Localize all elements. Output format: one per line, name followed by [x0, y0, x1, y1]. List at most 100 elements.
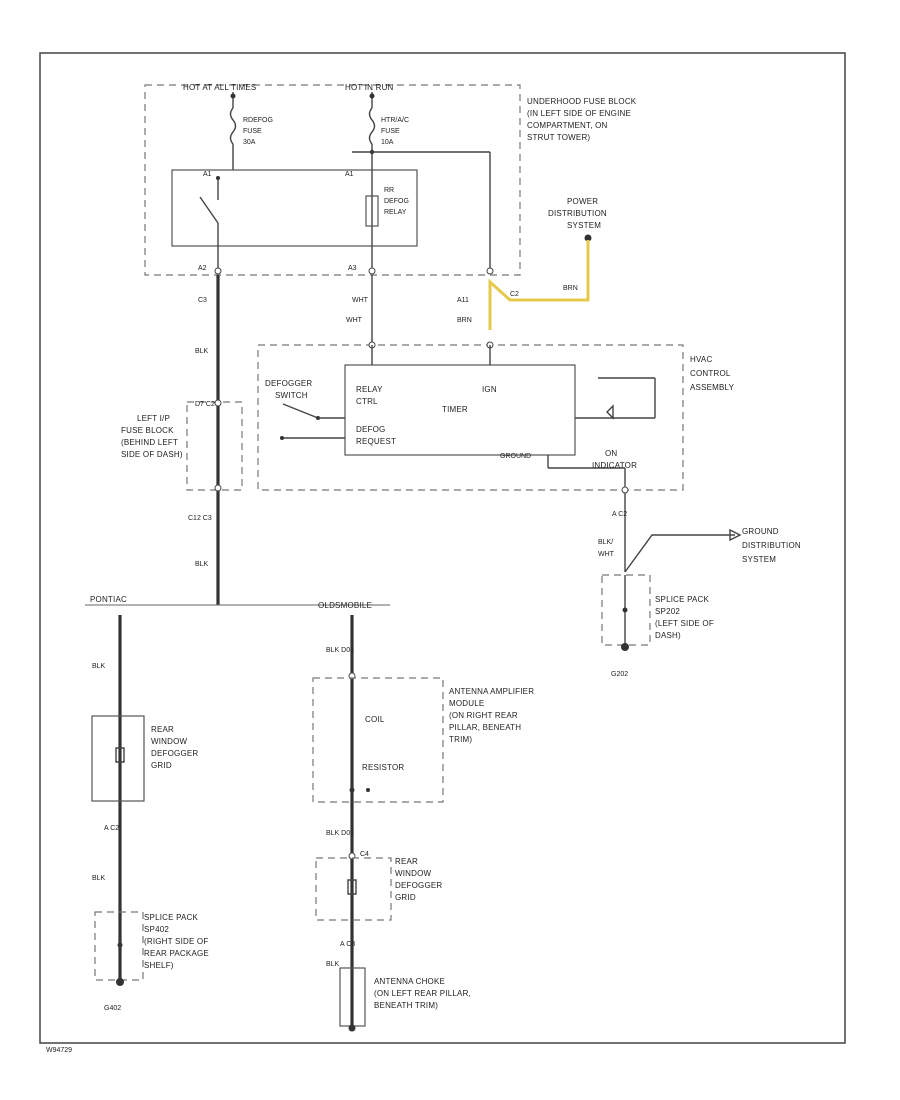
defog-relay-box: [171, 169, 418, 247]
svg-text:TRIM): TRIM): [449, 735, 472, 744]
rear-defogger-grid-olds-outline: [315, 857, 392, 921]
svg-text:CONTROL: CONTROL: [690, 369, 731, 378]
svg-text:D7 C2: D7 C2: [195, 401, 215, 408]
svg-text:DISTRIBUTION: DISTRIBUTION: [742, 541, 801, 550]
svg-text:PILLAR, BENEATH: PILLAR, BENEATH: [449, 723, 521, 732]
svg-text:A C2: A C2: [612, 511, 627, 518]
svg-text:A1: A1: [345, 171, 354, 178]
svg-text:LEFT I/P: LEFT I/P: [137, 414, 170, 423]
svg-text:GRID: GRID: [151, 761, 172, 770]
svg-text:BLK/: BLK/: [598, 539, 613, 546]
led-icon: [606, 404, 614, 420]
splice-pack-sp202-outline: [601, 574, 651, 646]
svg-text:A3: A3: [348, 265, 357, 272]
svg-text:10A: 10A: [381, 139, 394, 146]
svg-text:SP402: SP402: [144, 925, 169, 934]
ground-g202: [621, 643, 629, 651]
svg-text:CTRL: CTRL: [356, 397, 378, 406]
svg-text:A C2: A C2: [104, 825, 119, 832]
svg-text:BRN: BRN: [563, 285, 578, 292]
svg-text:COIL: COIL: [365, 715, 385, 724]
connector: [214, 267, 222, 275]
brn-feed-wire: [488, 240, 590, 330]
svg-text:SHELF): SHELF): [144, 961, 174, 970]
hvac-module-box: [344, 364, 576, 456]
svg-text:DISTRIBUTION: DISTRIBUTION: [548, 209, 607, 218]
antenna-ground: [348, 1024, 356, 1032]
svg-text:FUSE: FUSE: [381, 128, 400, 135]
svg-text:BRN: BRN: [457, 317, 472, 324]
svg-text:FUSE BLOCK: FUSE BLOCK: [121, 426, 174, 435]
diagram-code: W94729: [46, 1047, 72, 1054]
svg-text:ASSEMBLY: ASSEMBLY: [690, 383, 735, 392]
svg-text:A2: A2: [198, 265, 207, 272]
underhood-fuse-block-outline: [144, 84, 521, 276]
svg-text:C3: C3: [198, 297, 207, 304]
svg-text:BLK D01: BLK D01: [326, 830, 354, 837]
underhood-label-1: UNDERHOOD FUSE BLOCK: [527, 97, 637, 106]
svg-text:BLK: BLK: [326, 961, 340, 968]
svg-text:POWER: POWER: [567, 197, 598, 206]
svg-text:HTR/A/C: HTR/A/C: [381, 117, 409, 124]
svg-text:(RIGHT SIDE OF: (RIGHT SIDE OF: [144, 937, 208, 946]
svg-text:GROUND: GROUND: [500, 453, 531, 460]
diagram-frame: [39, 52, 846, 1044]
underhood-label-3: COMPARTMENT, ON: [527, 121, 608, 130]
svg-text:BLK: BLK: [195, 348, 209, 355]
svg-text:BLK D01: BLK D01: [326, 647, 354, 654]
connector: [368, 267, 376, 275]
svg-text:C4: C4: [360, 851, 369, 858]
svg-text:TIMER: TIMER: [442, 405, 468, 414]
svg-text:C12 C3: C12 C3: [188, 515, 212, 522]
svg-text:DASH): DASH): [655, 631, 681, 640]
svg-text:SPLICE PACK: SPLICE PACK: [655, 595, 710, 604]
svg-text:SYSTEM: SYSTEM: [742, 555, 776, 564]
svg-text:BLK: BLK: [195, 561, 209, 568]
arrow-icon: [729, 528, 742, 542]
underhood-label-4: STRUT TOWER): [527, 133, 590, 142]
svg-text:DEFOG: DEFOG: [356, 425, 385, 434]
connector: [486, 267, 494, 275]
svg-text:REAR PACKAGE: REAR PACKAGE: [144, 949, 209, 958]
svg-text:GROUND: GROUND: [742, 527, 779, 536]
svg-text:RESISTOR: RESISTOR: [362, 763, 404, 772]
svg-text:SYSTEM: SYSTEM: [567, 221, 601, 230]
relay-coil: [365, 195, 379, 227]
svg-text:A1: A1: [203, 171, 212, 178]
svg-text:RDEFOG: RDEFOG: [243, 117, 273, 124]
underhood-label-2: (IN LEFT SIDE OF ENGINE: [527, 109, 631, 118]
svg-text:WHT: WHT: [346, 317, 363, 324]
left-ip-fuse-block-outline: [186, 401, 243, 491]
svg-text:WHT: WHT: [598, 551, 615, 558]
svg-text:RELAY: RELAY: [356, 385, 383, 394]
svg-text:OLDSMOBILE: OLDSMOBILE: [318, 601, 372, 610]
svg-text:SWITCH: SWITCH: [275, 391, 308, 400]
svg-text:BENEATH TRIM): BENEATH TRIM): [374, 1001, 438, 1010]
svg-text:C2: C2: [510, 291, 519, 298]
svg-text:BLK: BLK: [92, 663, 106, 670]
svg-text:RELAY: RELAY: [384, 209, 407, 216]
svg-text:(ON RIGHT REAR: (ON RIGHT REAR: [449, 711, 518, 720]
rdefog-fuse-icon: [229, 107, 237, 145]
power-distribution-node: [584, 234, 592, 242]
svg-text:A11: A11: [457, 297, 469, 304]
splice-pack-sp402-outline: [94, 911, 144, 981]
svg-text:DEFOGGER: DEFOGGER: [395, 881, 442, 890]
svg-text:MODULE: MODULE: [449, 699, 484, 708]
svg-text:RR: RR: [384, 187, 394, 194]
svg-text:ANTENNA AMPLIFIER: ANTENNA AMPLIFIER: [449, 687, 534, 696]
hvac-control-assembly-outline: [257, 344, 684, 491]
svg-text:WHT: WHT: [352, 297, 369, 304]
svg-text:WINDOW: WINDOW: [151, 737, 188, 746]
svg-text:(BEHIND LEFT: (BEHIND LEFT: [121, 438, 178, 447]
ground-g402: [116, 978, 124, 986]
hot-at-all-times-label: HOT AT ALL TIMES: [183, 83, 256, 92]
svg-text:GRID: GRID: [395, 893, 416, 902]
svg-text:G202: G202: [611, 671, 628, 678]
svg-text:WINDOW: WINDOW: [395, 869, 432, 878]
svg-text:G402: G402: [104, 1005, 121, 1012]
svg-text:DEFOGGER: DEFOGGER: [151, 749, 198, 758]
svg-text:PONTIAC: PONTIAC: [90, 595, 127, 604]
svg-text:INDICATOR: INDICATOR: [592, 461, 637, 470]
